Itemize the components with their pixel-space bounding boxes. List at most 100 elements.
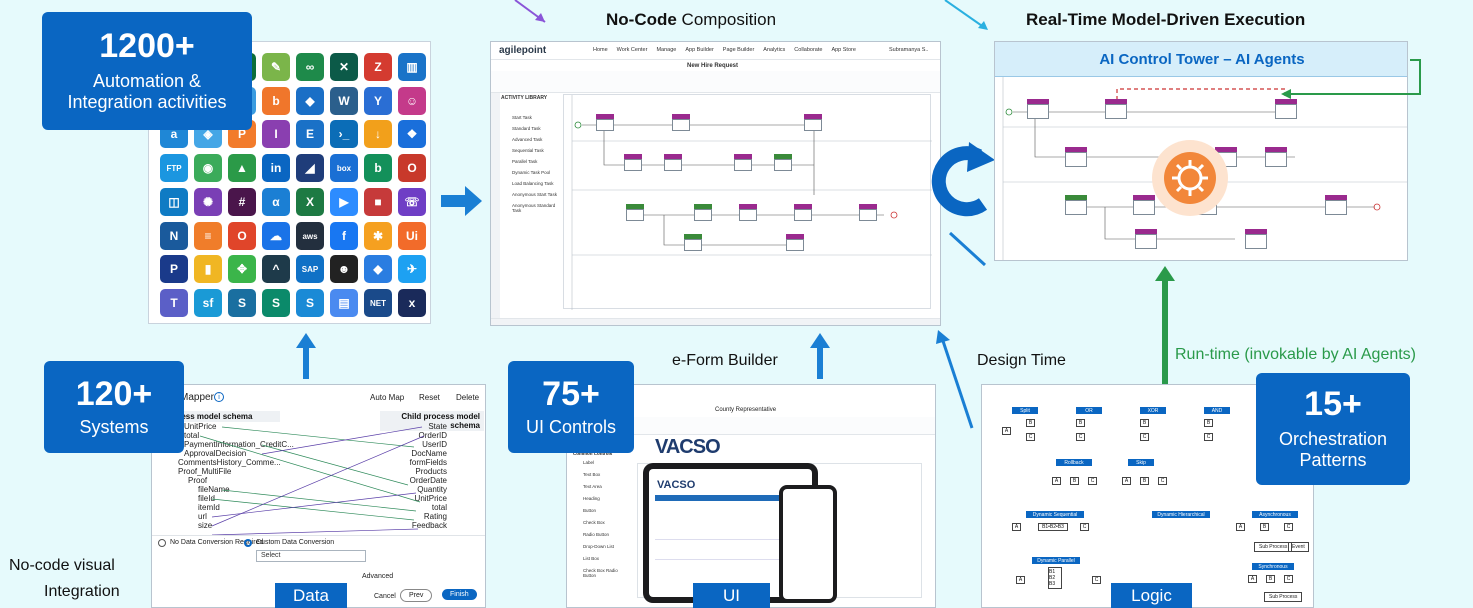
exec-node[interactable] xyxy=(1105,104,1127,119)
conversion-select[interactable]: Select xyxy=(256,550,366,562)
integration-app-icon: ✎ xyxy=(262,53,290,81)
exec-node[interactable] xyxy=(1065,200,1087,215)
design-time-arrows xyxy=(936,330,974,429)
integration-app-icon: O xyxy=(228,222,256,250)
activity-library-item[interactable]: Anonymous Start Task xyxy=(512,192,557,197)
logic-tag: Logic xyxy=(1111,583,1192,608)
eform-control-item[interactable]: Text Box xyxy=(583,472,601,477)
integration-app-icon: ✱ xyxy=(364,222,392,250)
controls-title: Common Controls xyxy=(573,451,613,456)
left-schema-field[interactable]: size xyxy=(198,521,213,530)
activity-library-item[interactable]: Dynamic Task Pool xyxy=(512,170,551,175)
proc-node[interactable] xyxy=(672,119,690,131)
reset-button[interactable]: Reset xyxy=(419,393,440,402)
activity-library-item[interactable]: Standard Task xyxy=(512,126,541,131)
eform-control-item[interactable]: Check Box Radio Button xyxy=(583,568,618,578)
activity-library-item[interactable]: Anonymous Standard Task xyxy=(512,203,556,213)
exec-node[interactable] xyxy=(1135,234,1157,249)
ai-control-tower-banner: AI Control Tower – AI Agents xyxy=(995,42,1407,77)
exec-node[interactable] xyxy=(1275,104,1297,119)
app-builder-nav-item[interactable]: Home xyxy=(593,47,608,53)
proc-node[interactable] xyxy=(804,119,822,131)
pattern-dynamic-sequential: Dynamic Sequential xyxy=(1026,511,1084,518)
right-schema-field[interactable]: State xyxy=(428,422,447,431)
proc-node[interactable] xyxy=(596,119,614,131)
right-schema-field[interactable]: formFields xyxy=(409,458,447,467)
auto-map-button[interactable]: Auto Map xyxy=(370,393,405,402)
loop-arrow-icon xyxy=(931,142,995,217)
proc-node[interactable] xyxy=(734,159,752,171)
finish-button[interactable]: Finish xyxy=(442,589,477,600)
left-schema-field[interactable]: Proof xyxy=(188,476,208,485)
proc-node[interactable] xyxy=(774,159,792,171)
exec-node[interactable] xyxy=(1027,104,1049,119)
app-builder-user[interactable]: Subramanya S.. xyxy=(889,47,929,53)
proc-node[interactable] xyxy=(684,239,702,251)
delete-button[interactable]: Delete xyxy=(456,393,480,402)
eform-control-item[interactable]: Text Area xyxy=(583,484,602,489)
left-schema-field[interactable]: total xyxy=(184,431,200,440)
proc-node[interactable] xyxy=(786,239,804,251)
tablet-vacso-brand: VACSO xyxy=(657,479,696,491)
right-schema-field[interactable]: OrderDate xyxy=(409,476,447,485)
exec-node[interactable] xyxy=(1133,200,1155,215)
integration-app-icon: ◉ xyxy=(194,154,222,182)
right-schema-field[interactable]: total xyxy=(431,503,447,512)
eform-control-item[interactable]: Heading xyxy=(583,496,600,501)
left-schema-field[interactable]: Proof_MultiFile xyxy=(178,467,232,476)
app-builder-nav-item[interactable]: Manage xyxy=(656,47,677,53)
exec-node[interactable] xyxy=(1265,152,1287,167)
eform-control-item[interactable]: List Box xyxy=(583,556,600,561)
proc-node[interactable] xyxy=(694,209,712,221)
integration-app-icon: Y xyxy=(364,87,392,115)
eform-control-item[interactable]: Label xyxy=(583,460,595,465)
left-schema-field[interactable]: UnitPrice xyxy=(184,422,217,431)
proc-node[interactable] xyxy=(624,159,642,171)
no-conversion-radio[interactable] xyxy=(158,539,166,547)
activity-library-item[interactable]: Advanced Task xyxy=(512,137,543,142)
cancel-button[interactable]: Cancel xyxy=(374,593,396,600)
right-schema-field[interactable]: Feedback xyxy=(411,521,447,530)
left-schema-field[interactable]: url xyxy=(198,512,207,521)
app-builder-nav-item[interactable]: Work Center xyxy=(616,47,648,53)
eform-control-item[interactable]: Check Box xyxy=(583,520,605,525)
app-builder-nav-item[interactable]: App Store xyxy=(831,47,856,53)
prev-button[interactable]: Prev xyxy=(400,589,433,602)
proc-node[interactable] xyxy=(739,209,757,221)
right-schema-field[interactable]: DocName xyxy=(411,449,447,458)
left-schema-field[interactable]: fileName xyxy=(198,485,230,494)
left-schema-field[interactable]: itemId xyxy=(198,503,220,512)
eform-control-item[interactable]: Drop-Down List xyxy=(583,544,615,549)
app-builder-nav-item[interactable]: Collaborate xyxy=(794,47,823,53)
activity-library-item[interactable]: Load Balancing Task xyxy=(512,181,554,186)
app-builder-nav-item[interactable]: Analytics xyxy=(763,47,786,53)
advanced-label[interactable]: Advanced xyxy=(362,573,394,580)
custom-conversion-radio[interactable] xyxy=(244,539,252,547)
proc-node[interactable] xyxy=(626,209,644,221)
left-schema-field[interactable]: ApprovalDecision xyxy=(184,449,247,458)
right-schema-field[interactable]: UnitPrice xyxy=(414,494,447,503)
left-schema-field[interactable]: fileId xyxy=(198,494,215,503)
right-schema-field[interactable]: OrderID xyxy=(418,431,447,440)
right-schema-field[interactable]: Quantity xyxy=(417,485,447,494)
proc-node[interactable] xyxy=(794,209,812,221)
eform-control-item[interactable]: Button xyxy=(583,508,597,513)
left-schema-field[interactable]: CommentsHistory_Comme... xyxy=(178,458,281,467)
right-schema-field[interactable]: Rating xyxy=(423,512,447,521)
integration-app-icon: SAP xyxy=(296,255,324,283)
exec-node[interactable] xyxy=(1065,152,1087,167)
right-schema-field[interactable]: UserID xyxy=(422,440,447,449)
app-builder-nav-item[interactable]: Page Builder xyxy=(722,47,755,53)
eform-control-item[interactable]: Radio Button xyxy=(583,532,610,537)
activity-library-item[interactable]: Parallel Task xyxy=(512,159,538,164)
exec-node[interactable] xyxy=(1245,234,1267,249)
activity-library-item[interactable]: Sequential Task xyxy=(512,148,544,153)
proc-node[interactable] xyxy=(664,159,682,171)
exec-node[interactable] xyxy=(1325,200,1347,215)
proc-node[interactable] xyxy=(859,209,877,221)
left-schema-field[interactable]: PaymentInformation_CreditC... xyxy=(184,440,294,449)
right-schema-field[interactable]: Products xyxy=(415,467,447,476)
activity-library-item[interactable]: Start Task xyxy=(512,115,532,120)
app-builder-nav-item[interactable]: App Builder xyxy=(685,47,714,53)
